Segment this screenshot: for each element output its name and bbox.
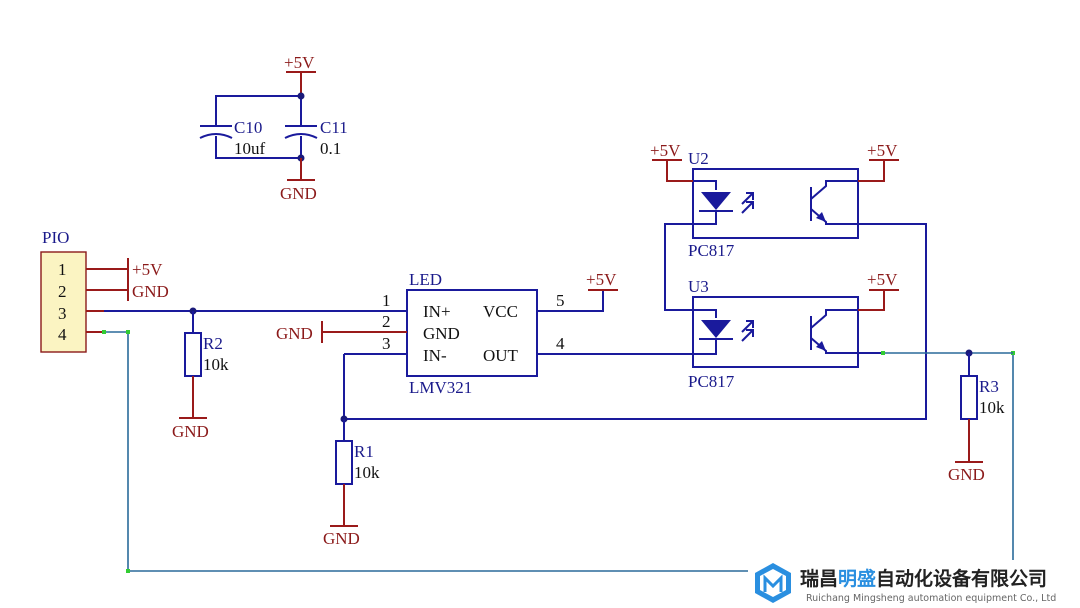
cap-gnd-label: GND <box>280 184 317 203</box>
u2-emitter-arrow <box>816 212 826 222</box>
r1-gnd-label: GND <box>323 529 360 548</box>
r1-value: 10k <box>354 463 380 482</box>
connector-body <box>40 251 87 353</box>
u3-name: U3 <box>688 277 709 296</box>
r2-gnd-label: GND <box>172 422 209 441</box>
cap-bottom-wire <box>215 136 302 159</box>
opamp-pin5-lead <box>537 290 604 312</box>
r2-value: 10k <box>203 355 229 374</box>
opamp-part-label: LMV321 <box>409 378 472 397</box>
company-name-en: Ruichang Mingsheng automation equipment … <box>806 593 1056 604</box>
u2-transistor-collector <box>810 180 858 200</box>
u3-part: PC817 <box>688 372 735 391</box>
resistor-r3: R3 10k GND <box>948 353 1005 484</box>
r2-body <box>184 332 202 377</box>
u3-transistor-collector <box>810 309 858 329</box>
connector-pin-2: 2 <box>58 282 67 301</box>
return-corner-marker-1 <box>126 330 130 334</box>
connector-pin-1: 1 <box>58 260 67 279</box>
u3-vcc-right-lead <box>858 290 885 311</box>
opamp-pin5-num: 5 <box>556 291 565 310</box>
opamp-pin1-num: 1 <box>382 291 391 310</box>
pin1-net-label: +5V <box>132 260 163 279</box>
u2-light-arrows <box>741 192 754 214</box>
logo-backdrop <box>748 560 1080 608</box>
resistor-r2: R2 10k GND <box>172 311 229 441</box>
cap-top-junction <box>297 92 305 100</box>
r1-body <box>335 440 353 485</box>
c10-name: C10 <box>234 118 262 137</box>
u3-led-triangle <box>701 320 731 338</box>
c10-plate-bottom <box>199 133 233 139</box>
pio4-marker <box>102 330 106 334</box>
opamp-pin2-num: 2 <box>382 312 391 331</box>
net-pio4-return <box>104 331 1014 572</box>
u2-vcc-left-label: +5V <box>650 141 681 160</box>
u2-vcc-right-lead <box>858 160 885 182</box>
u2-vcc-right-label: +5V <box>867 141 898 160</box>
u3-emitter-arrow <box>816 341 826 351</box>
return-corner-marker-2 <box>126 569 130 573</box>
c11-value: 0.1 <box>320 139 341 158</box>
hexagon-logo-icon <box>755 563 791 603</box>
connector-pin-4: 4 <box>58 325 67 344</box>
r3-gnd-label: GND <box>948 465 985 484</box>
opamp-vcc-net: +5V <box>586 270 617 289</box>
u2-part: PC817 <box>688 241 735 260</box>
c10-value: 10uf <box>234 139 266 158</box>
company-name-cn: 瑞昌明盛自动化设备有限公司 <box>800 567 1047 590</box>
pin2-net-label: GND <box>132 282 169 301</box>
optocoupler-u2: U2 PC817 +5V +5V <box>650 141 899 260</box>
u3-led-cathode <box>693 339 717 355</box>
r3-body <box>960 375 978 420</box>
opamp-lmv321: LED IN+ GND IN- VCC OUT LMV321 1 GND 2 3… <box>276 270 618 397</box>
r1-name: R1 <box>354 442 374 461</box>
output-marker <box>881 351 885 355</box>
r2-name: R2 <box>203 334 223 353</box>
u2-led-anode <box>693 180 717 190</box>
opamp-pin4-num: 4 <box>556 334 565 353</box>
connector-name: PIO <box>42 228 69 247</box>
u3-vcc-right-label: +5V <box>867 270 898 289</box>
capacitor-block: +5V C10 10uf C11 0.1 GND <box>199 53 348 203</box>
net-u2-u3-led <box>664 223 693 311</box>
u2-vcc-left-lead <box>666 160 693 182</box>
opamp-inminus: IN- <box>423 346 447 365</box>
company-logo: 瑞昌明盛自动化设备有限公司 Ruichang Mingsheng automat… <box>748 560 1080 608</box>
u3-led-anode <box>693 309 717 318</box>
c11-plate-bottom <box>284 133 318 139</box>
net-feedback <box>343 223 927 420</box>
connector-pio: PIO 1 2 3 4 +5V GND <box>40 228 169 353</box>
cap-vcc-label: +5V <box>284 53 315 72</box>
opamp-gnd-net: GND <box>276 324 313 343</box>
u2-led-cathode <box>693 211 717 225</box>
c11-name: C11 <box>320 118 348 137</box>
cap-top-wire <box>215 95 302 126</box>
connector-pin-3: 3 <box>58 304 67 323</box>
opamp-out-pin: OUT <box>483 346 519 365</box>
r3-name: R3 <box>979 377 999 396</box>
u2-name: U2 <box>688 149 709 168</box>
optocoupler-u3: U3 PC817 +5V <box>688 270 899 391</box>
u3-light-arrows <box>741 320 754 342</box>
opamp-pin3-num: 3 <box>382 334 391 353</box>
opamp-vcc-pin: VCC <box>483 302 518 321</box>
opamp-inplus: IN+ <box>423 302 451 321</box>
opamp-gnd-pin: GND <box>423 324 460 343</box>
u2-led-triangle <box>701 192 731 210</box>
r3-value: 10k <box>979 398 1005 417</box>
resistor-r1: R1 10k GND <box>323 419 380 548</box>
opamp-top-label: LED <box>409 270 442 289</box>
